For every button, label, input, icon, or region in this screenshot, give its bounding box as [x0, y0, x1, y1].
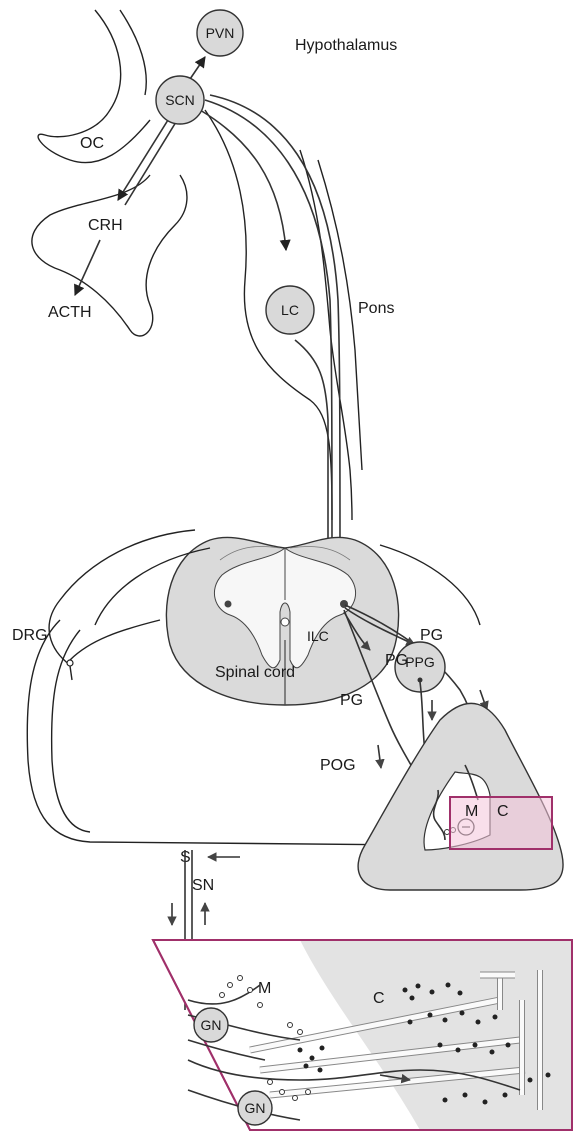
pg-middle-label: PG: [385, 652, 408, 669]
ilc-label: ILC: [307, 628, 329, 644]
pg-lower-label: PG: [340, 692, 363, 709]
acth-label: ACTH: [48, 304, 92, 321]
c-label: C: [497, 803, 509, 820]
gn-upper-node: GN: [194, 1008, 228, 1042]
pons-label: Pons: [358, 300, 394, 317]
oc-label: OC: [80, 135, 104, 152]
c-detail-label: C: [373, 990, 385, 1007]
m-detail-label: M: [258, 980, 271, 997]
crh-to-acth-arrow: [75, 240, 100, 295]
gn-lower-label: GN: [245, 1100, 266, 1116]
pg-upper-label: PG: [420, 627, 443, 644]
gn-lower-node: GN: [238, 1091, 272, 1125]
lc-label: LC: [281, 302, 299, 318]
scn-to-lc-tract: [200, 110, 286, 250]
spinal-cord-label: Spinal cord: [215, 664, 295, 681]
sn-label: SN: [192, 877, 214, 894]
pog-label: POG: [320, 757, 356, 774]
drg-label: DRG: [12, 627, 48, 644]
scn-to-ilc-tract: [205, 95, 340, 585]
m-label: M: [465, 803, 478, 820]
scn-to-crh-arrow: [118, 120, 176, 205]
scn-label: SCN: [165, 92, 195, 108]
pvn-label: PVN: [206, 25, 235, 41]
gn-upper-label: GN: [201, 1017, 222, 1033]
ppg-label: PPG: [405, 654, 435, 670]
crh-label: CRH: [88, 217, 123, 234]
scn-node: SCN: [156, 76, 204, 124]
pvn-node: PVN: [197, 10, 243, 56]
hypothalamus-label: Hypothalamus: [295, 37, 397, 54]
lc-node: LC: [266, 286, 314, 334]
